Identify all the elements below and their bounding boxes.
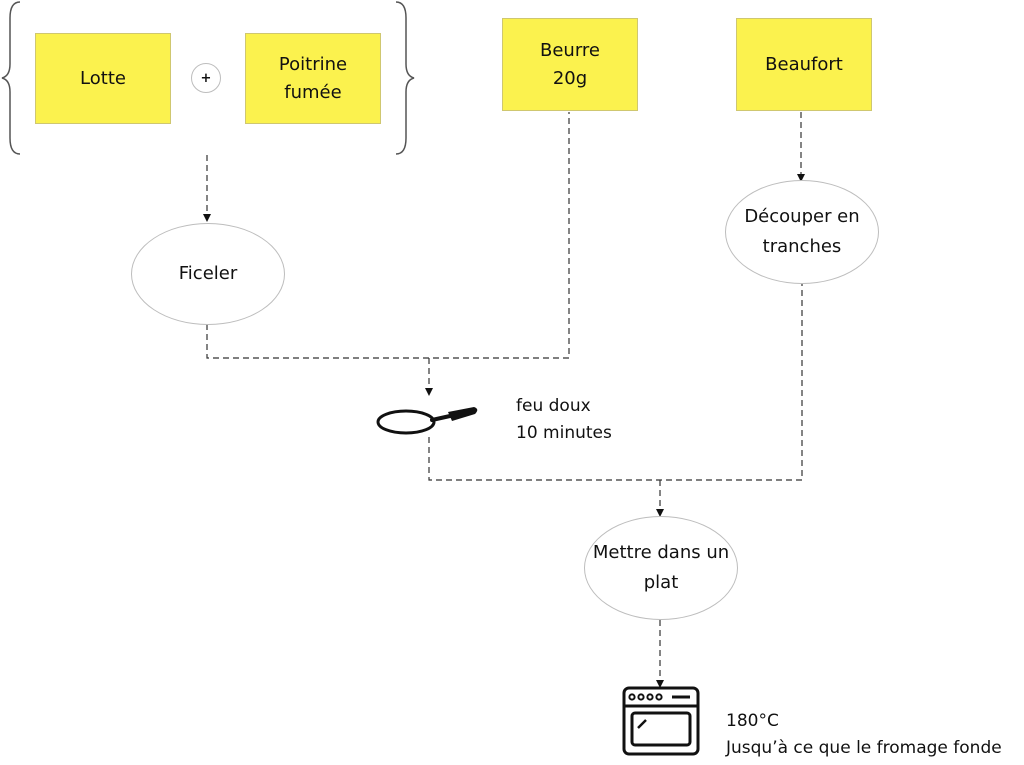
ingredient-beaufort: Beaufort xyxy=(736,18,872,111)
oven-note: 180°C Jusqu’à ce que le fromage fonde xyxy=(726,711,1002,758)
frying-pan-icon xyxy=(376,407,478,435)
step-mettre-dans-un-plat: Mettre dans un plat xyxy=(584,516,738,620)
ingredient-poitrine-fumee: Poitrine fumée xyxy=(245,33,381,124)
oven-icon xyxy=(622,686,700,756)
pan-note: feu doux 10 minutes xyxy=(516,396,612,443)
line-ficeler-merge xyxy=(206,112,570,359)
ingredient-beurre: Beurre 20g xyxy=(502,18,638,111)
left-brace xyxy=(1,1,21,155)
plus-icon: + xyxy=(191,63,221,93)
step-ficeler: Ficeler xyxy=(131,223,285,325)
step-decouper: Découper en tranches xyxy=(725,180,879,284)
ingredient-lotte: Lotte xyxy=(35,33,171,124)
line-pan-merge xyxy=(428,284,803,481)
right-brace xyxy=(395,1,415,155)
